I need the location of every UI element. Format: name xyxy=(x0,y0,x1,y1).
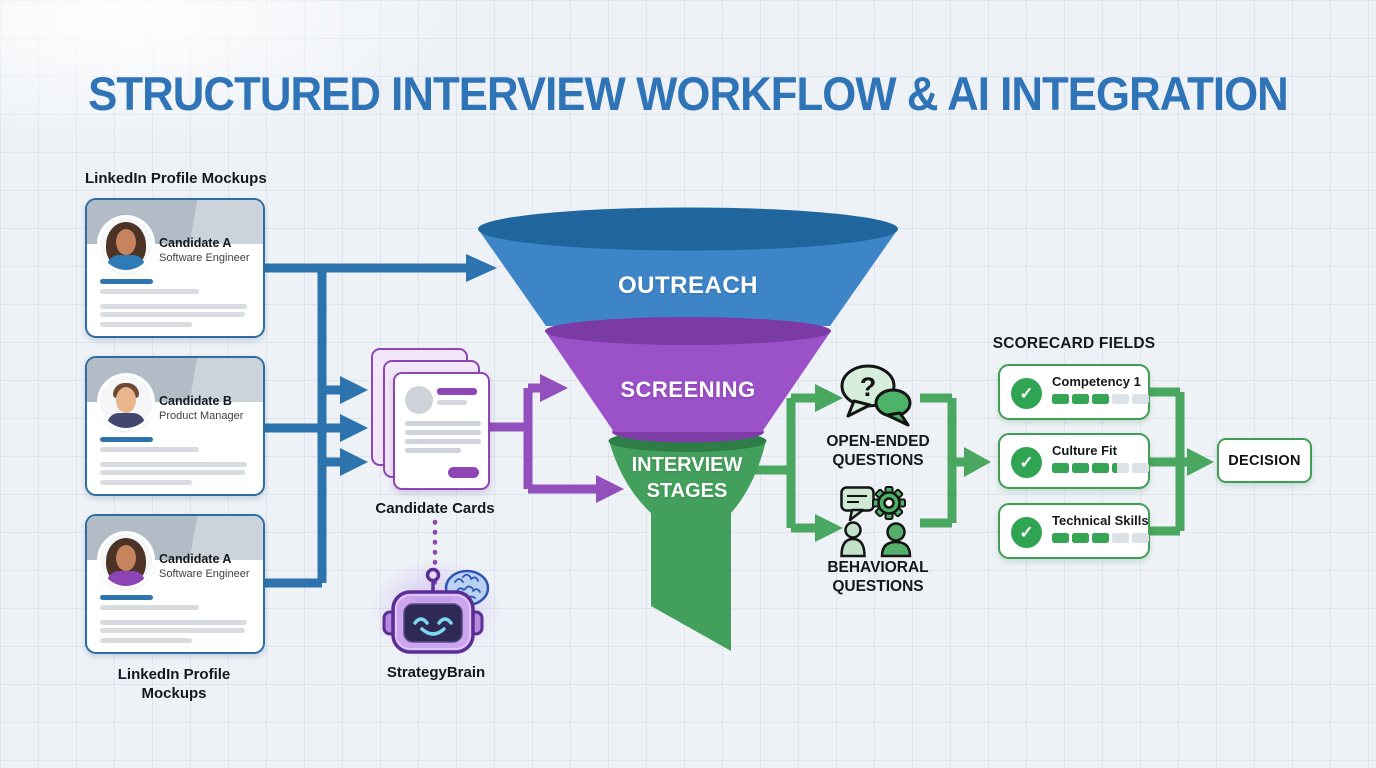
funnel-label-outreach: OUTREACH xyxy=(618,272,758,299)
doc-avatar-circle xyxy=(405,386,433,414)
funnel-label-interview-stages: INTERVIEW STAGES xyxy=(631,454,743,502)
scorecard-fields-title: SCORECARD FIELDS xyxy=(992,335,1156,352)
avatar xyxy=(100,218,152,270)
skeleton-line xyxy=(100,304,247,309)
document-stack-icon xyxy=(393,372,490,490)
profile-card-3: Candidate A Software Engineer xyxy=(85,514,265,654)
score-segments xyxy=(1052,533,1149,543)
funnel-graphic xyxy=(478,207,898,651)
skeleton-line xyxy=(100,628,245,633)
linkedin-mockups-top-label: LinkedIn Profile Mockups xyxy=(85,170,267,187)
doc-pill xyxy=(448,467,479,478)
score-segment xyxy=(1052,533,1069,543)
score-segment xyxy=(1072,463,1089,473)
scorecard-field-label: Culture Fit xyxy=(1052,443,1117,458)
skeleton-line xyxy=(100,620,247,625)
question-speech-bubbles-icon: ? xyxy=(840,364,912,427)
score-segment xyxy=(1132,533,1149,543)
page-title: STRUCTURED INTERVIEW WORKFLOW & AI INTEG… xyxy=(88,67,1289,120)
score-segment xyxy=(1112,394,1129,404)
decision-label: DECISION xyxy=(1228,452,1301,469)
scorecard-field-competency: ✓ Competency 1 xyxy=(998,364,1150,420)
question-mark-glyph: ? xyxy=(860,372,877,402)
score-segment xyxy=(1052,463,1069,473)
score-segment xyxy=(1132,394,1149,404)
skeleton-line xyxy=(100,638,192,643)
skeleton-line xyxy=(100,595,153,600)
score-segment xyxy=(1072,533,1089,543)
profile-card-1: Candidate A Software Engineer xyxy=(85,198,265,338)
score-segment xyxy=(1092,463,1109,473)
candidate-role: Software Engineer xyxy=(159,252,250,264)
score-segment xyxy=(1092,394,1109,404)
check-circle-icon: ✓ xyxy=(1011,517,1042,548)
doc-line xyxy=(405,448,461,453)
skeleton-line xyxy=(100,462,247,467)
candidate-role: Product Manager xyxy=(159,410,244,422)
score-segment xyxy=(1112,533,1129,543)
doc-line xyxy=(405,430,481,435)
decision-box: DECISION xyxy=(1217,438,1312,483)
skeleton-line xyxy=(100,289,199,294)
open-ended-questions-label: OPEN-ENDED QUESTIONS xyxy=(826,433,930,470)
purple-arrows xyxy=(488,374,624,503)
candidate-cards-label: Candidate Cards xyxy=(375,500,495,517)
funnel-stage-outreach xyxy=(478,207,898,326)
strategybrain-label: StrategyBrain xyxy=(386,664,486,681)
profile-card-2: Candidate B Product Manager xyxy=(85,356,265,496)
avatar xyxy=(100,376,152,428)
blue-arrows xyxy=(265,254,497,588)
candidate-name: Candidate B xyxy=(159,394,232,408)
skeleton-line xyxy=(100,480,192,485)
doc-bar xyxy=(437,388,477,395)
check-circle-icon: ✓ xyxy=(1011,378,1042,409)
scorecard-field-label: Competency 1 xyxy=(1052,374,1141,389)
score-segment xyxy=(1112,463,1129,473)
skeleton-line xyxy=(100,605,199,610)
skeleton-line xyxy=(100,447,199,452)
score-segment xyxy=(1092,533,1109,543)
score-segments xyxy=(1052,394,1149,404)
candidate-name: Candidate A xyxy=(159,552,232,566)
skeleton-line xyxy=(100,312,245,317)
doc-line xyxy=(405,421,481,426)
behavioral-questions-label: BEHAVIORAL QUESTIONS xyxy=(827,559,929,596)
score-segment xyxy=(1052,394,1069,404)
score-segment xyxy=(1132,463,1149,473)
doc-line xyxy=(405,439,481,444)
check-circle-icon: ✓ xyxy=(1011,447,1042,478)
people-gear-chat-icon xyxy=(840,486,912,558)
funnel-label-screening: SCREENING xyxy=(620,377,756,402)
score-segment xyxy=(1072,394,1089,404)
skeleton-line xyxy=(100,322,192,327)
doc-bar xyxy=(437,400,467,405)
candidate-name: Candidate A xyxy=(159,236,232,250)
scorecard-field-culture-fit: ✓ Culture Fit xyxy=(998,433,1150,489)
linkedin-mockups-bottom-label: LinkedIn Profile Mockups xyxy=(117,666,231,702)
skeleton-line xyxy=(100,470,245,475)
scorecard-field-label: Technical Skills xyxy=(1052,513,1149,528)
candidate-role: Software Engineer xyxy=(159,568,250,580)
score-segments xyxy=(1052,463,1149,473)
robot-head xyxy=(382,567,484,654)
avatar xyxy=(100,534,152,586)
gear-icon xyxy=(872,486,906,520)
scorecard-field-technical-skills: ✓ Technical Skills xyxy=(998,503,1150,559)
funnel-stage-screening xyxy=(545,317,831,443)
skeleton-line xyxy=(100,279,153,284)
skeleton-line xyxy=(100,437,153,442)
robot-brain-icon xyxy=(382,567,490,654)
